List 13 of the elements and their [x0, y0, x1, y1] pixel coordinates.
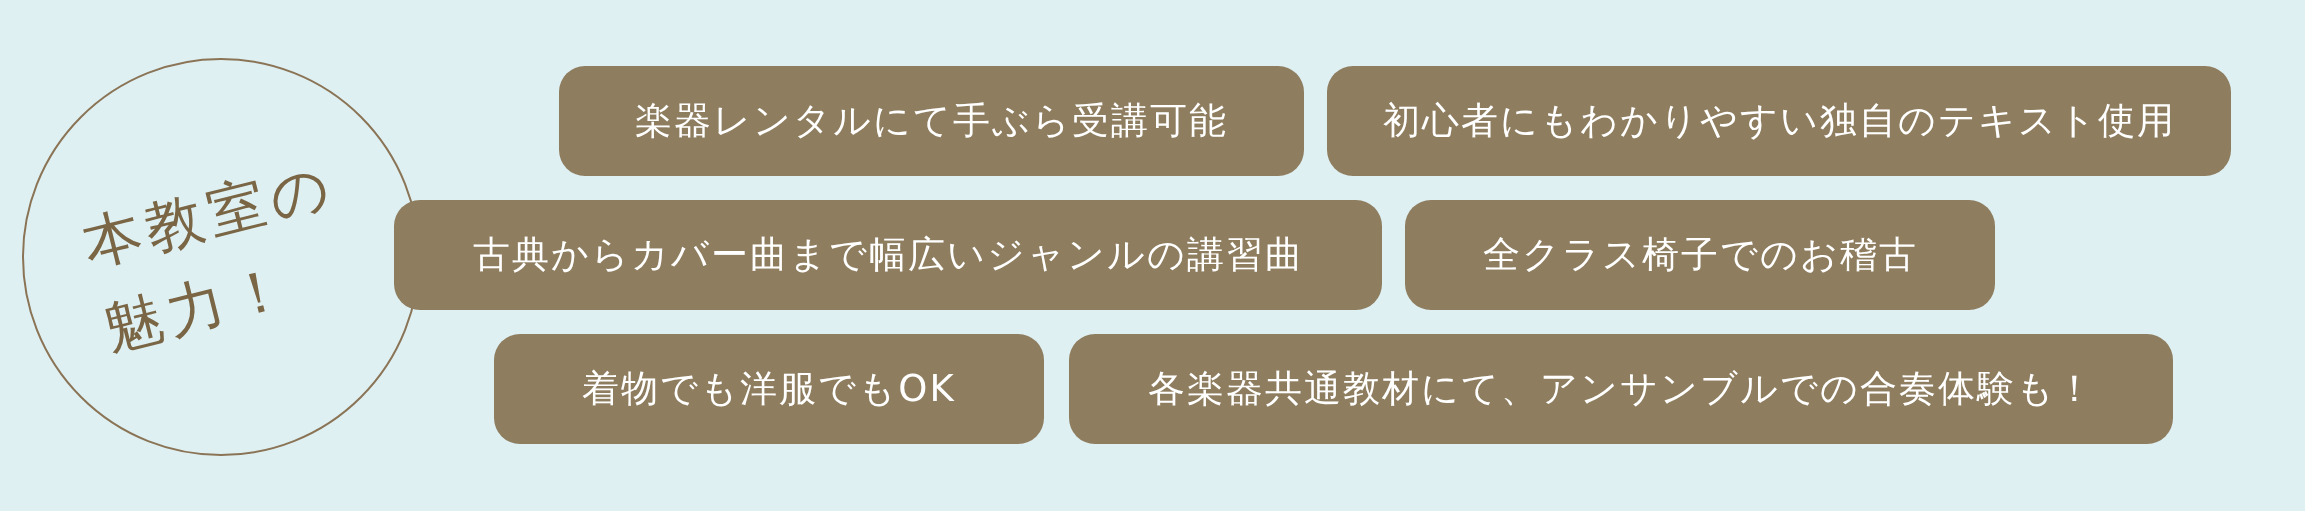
feature-box [559, 66, 1304, 176]
feature-box [1069, 334, 2173, 444]
feature-text: 全クラス椅子でのお稽古 [1482, 232, 1918, 278]
feature-text: 各楽器共通教材にて、アンサンブルでの合奏体験も！ [1147, 366, 2095, 412]
feature-box [394, 200, 1382, 310]
feature-box [1327, 66, 2231, 176]
heading-text: 本教室の魅力！ [74, 149, 343, 366]
feature-text: 古典からカバー曲まで幅広いジャンルの講習曲 [472, 232, 1304, 278]
feature-box [1405, 200, 1995, 310]
feature-text: 着物でも洋服でもOK [582, 366, 956, 412]
feature-box [494, 334, 1044, 444]
feature-text: 初心者にもわかりやすい独自のテキスト使用 [1382, 98, 2176, 144]
feature-text: 楽器レンタルにて手ぶら受講可能 [635, 98, 1228, 144]
